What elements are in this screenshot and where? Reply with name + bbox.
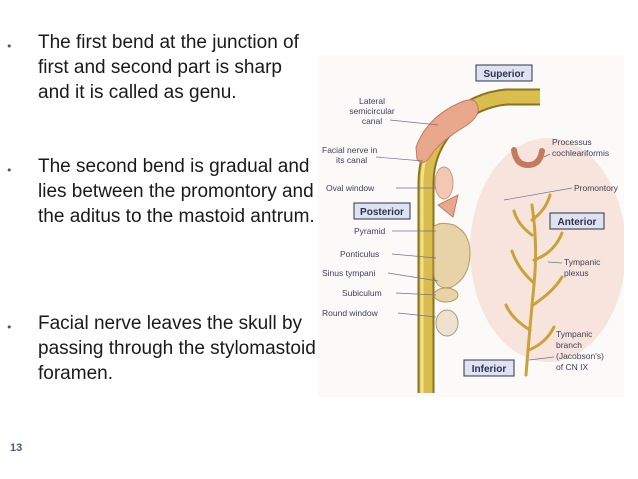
tympanic-branch-label-4: of CN IX [556,362,588,372]
processus-cochleariformis [511,147,545,169]
anterior-label: Anterior [558,217,597,228]
pyramid-label: Pyramid [354,226,385,236]
bullet-text: Facial nerve leaves the skull by passing… [38,313,316,384]
lateral-scc-label-2: semicircular [349,106,395,116]
lateral-scc-label-3: canal [362,116,382,126]
ponticulus-label: Ponticulus [340,249,379,259]
lateral-semicircular-canal [415,99,479,163]
promontory-shading [470,138,626,362]
facial-canal-label-1: Facial nerve in [322,145,378,155]
inferior-box [463,359,515,377]
leader-lines [375,119,573,361]
promontory-label: Promontory [574,183,619,193]
processus-label-2: cochleariformis [552,148,609,158]
round-window-label: Round window [322,308,379,318]
page-number: 13 [10,442,23,454]
bullet-marker: • [6,321,13,334]
diagram-svg: Superior Posterior Anterior Inferior Lat… [318,55,626,397]
lateral-scc-label-1: Lateral [359,96,385,106]
bullet-marker: • [6,40,13,53]
bullet-text: The second bend is gradual and lies betw… [38,156,315,227]
oval-window [434,166,454,200]
oval-window-label: Oval window [326,183,375,193]
posterior-box [353,202,411,220]
promontory [433,222,471,289]
pyramid-shape [437,194,459,218]
tympanic-plexus [504,193,564,377]
superior-box [475,64,533,82]
sinus-tympani-label: Sinus tympani [322,268,375,278]
tympanic-branch-label-3: (Jacobson's) [556,351,604,361]
processus-label-1: Processus [552,137,592,147]
tympanic-plexus-label-2: plexus [564,268,589,278]
anterior-box [549,212,605,230]
tympanic-branch-label-1: Tympanic [556,329,593,339]
ponticulus-shape [433,287,459,303]
posterior-label: Posterior [360,207,404,218]
tympanic-branch-label-2: branch [556,340,582,350]
tympanic-plexus-label-1: Tympanic [564,257,601,267]
round-window [435,309,459,337]
subiculum-label: Subiculum [342,288,382,298]
inferior-label: Inferior [472,364,507,375]
bullet-text: The first bend at the junction of first … [38,32,299,103]
superior-label: Superior [483,69,524,80]
bullet-marker: • [6,164,13,177]
facial-canal-label-2: its canal [336,155,367,165]
facial-nerve-diagram: Superior Posterior Anterior Inferior Lat… [318,55,626,397]
